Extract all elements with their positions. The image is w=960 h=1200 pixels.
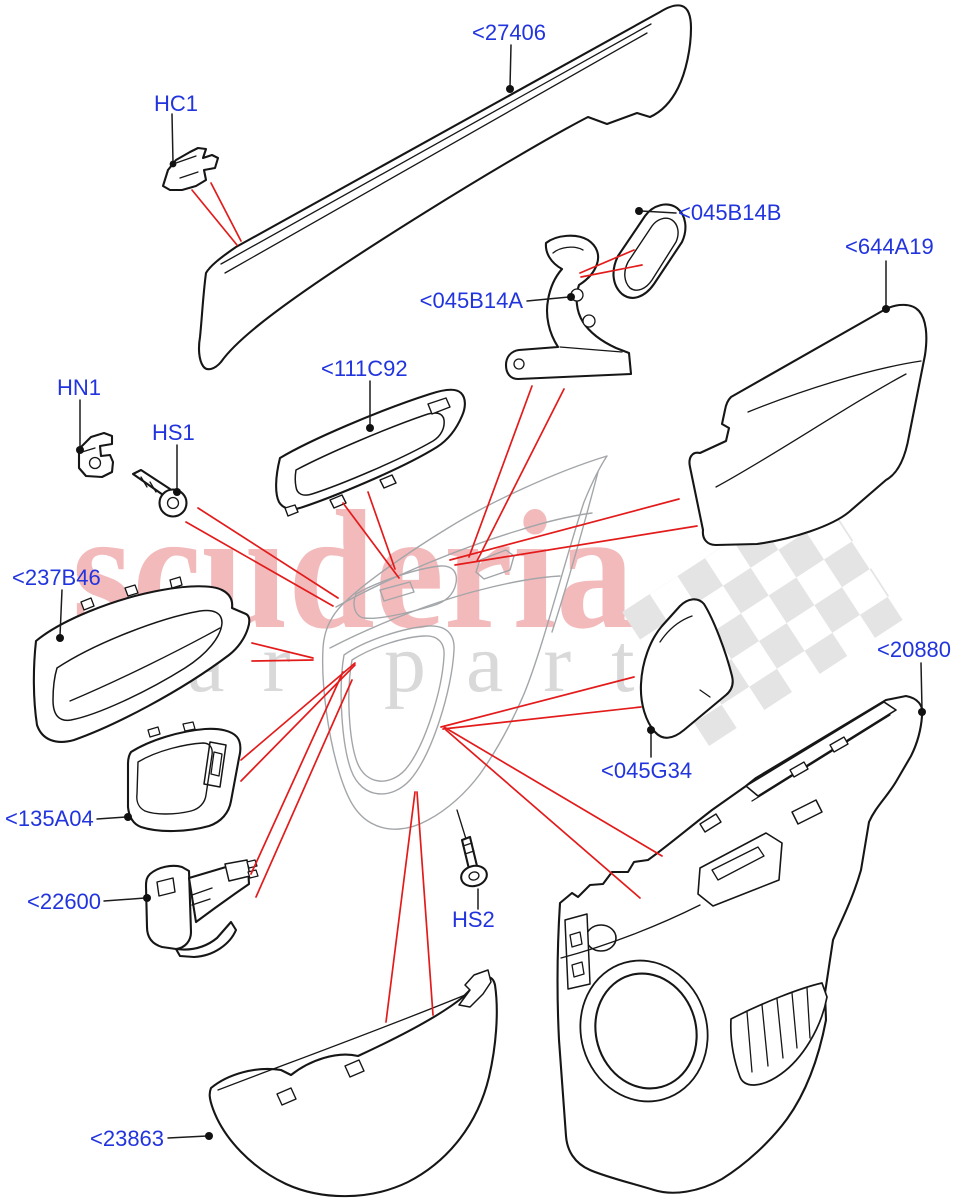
part-HN1-drawing [77, 431, 115, 479]
part-22600-drawing [144, 859, 259, 959]
part-label-HS2[interactable]: HS2 [452, 907, 495, 932]
ghost-door-outline [321, 455, 608, 830]
part-label-135A04[interactable]: <135A04 [5, 806, 94, 831]
part-045B14A-drawing [504, 234, 633, 381]
part-labels: <27406 HC1 <045B14B <045B14A <644A19 <11… [5, 20, 951, 1151]
callout-arrows [185, 182, 698, 1023]
part-HC1-drawing [161, 146, 220, 192]
part-045B14B-drawing [612, 203, 687, 299]
part-label-27406[interactable]: <27406 [472, 20, 546, 45]
part-111C92-drawing [275, 388, 466, 517]
part-644A19-drawing [688, 303, 928, 547]
part-27406-drawing [197, 4, 693, 371]
part-label-20880[interactable]: <20880 [877, 637, 951, 662]
part-237B46-drawing [32, 576, 251, 743]
part-045G34-drawing [639, 598, 734, 739]
part-HS2-drawing [456, 809, 488, 888]
part-23863-drawing [208, 969, 498, 1198]
part-label-HS1[interactable]: HS1 [152, 420, 195, 445]
part-label-HC1[interactable]: HC1 [154, 91, 198, 116]
part-label-HN1[interactable]: HN1 [57, 375, 101, 400]
part-label-644A19[interactable]: <644A19 [845, 234, 934, 259]
part-label-111C92[interactable]: <111C92 [321, 356, 408, 381]
part-label-22600[interactable]: <22600 [27, 889, 101, 914]
leader-lines [56, 44, 926, 1140]
part-label-045B14A[interactable]: <045B14A [420, 288, 524, 313]
part-label-045G34[interactable]: <045G34 [601, 758, 692, 783]
part-label-045B14B[interactable]: <045B14B [678, 200, 781, 225]
parts-drawings [32, 4, 928, 1198]
part-20880-drawing [556, 694, 924, 1194]
part-HS1-drawing [131, 468, 188, 518]
part-135A04-drawing [126, 721, 242, 833]
part-label-237B46[interactable]: <237B46 [12, 565, 101, 590]
part-label-23863[interactable]: <23863 [90, 1126, 164, 1151]
